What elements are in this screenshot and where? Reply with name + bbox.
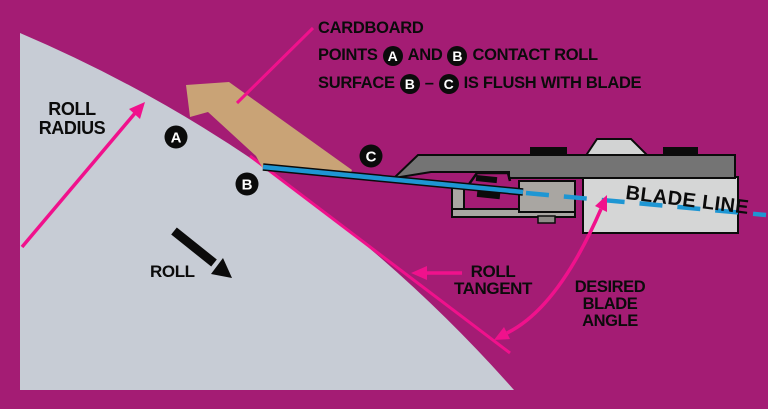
- roll-tangent-label: ROLL TANGENT: [447, 263, 539, 297]
- point-c-inline-letter: C: [443, 75, 454, 92]
- roll-direction-label: ROLL: [150, 262, 195, 281]
- point-c-inline-badge: C: [438, 73, 459, 94]
- blade-angle-arc-arrow: [506, 208, 603, 335]
- blade-angle-arrowhead-upper: [595, 195, 607, 212]
- roll-direction-arrowhead: [211, 258, 232, 278]
- clamp-foot-tab: [537, 215, 556, 224]
- cardboard-shape: [186, 82, 352, 177]
- roll-radius-arrowhead: [129, 102, 145, 119]
- annotation-surface-line: SURFACE B – C IS FLUSH WITH BLADE: [318, 73, 642, 94]
- point-c-letter: C: [366, 149, 377, 166]
- desired-blade-angle-label: DESIRED BLADE ANGLE: [564, 279, 656, 330]
- annotation-points-prefix: POINTS: [318, 46, 378, 64]
- blade-holder-bar: [390, 154, 736, 180]
- point-a-letter: A: [171, 130, 182, 147]
- point-c-badge: C: [359, 144, 383, 168]
- desired-blade-angle-line1: DESIRED: [574, 278, 646, 296]
- point-b-inline-letter-2: B: [404, 75, 415, 92]
- clamp-screw-lower: [476, 190, 501, 200]
- desired-blade-angle-line3: ANGLE: [582, 312, 638, 330]
- roll-radius-label: ROLL RADIUS: [37, 100, 107, 138]
- point-b-inline-badge: B: [447, 45, 468, 66]
- cardboard-leader-line: [235, 26, 315, 105]
- roll-radius-label-line2: RADIUS: [38, 118, 106, 138]
- roll-radius-label-line1: ROLL: [48, 99, 96, 119]
- clamp-bracket-outline: [465, 171, 512, 188]
- blade-solid-line: [262, 164, 524, 195]
- roll-tangent-label-line2: TANGENT: [453, 279, 533, 298]
- point-b-inline-letter: B: [452, 47, 463, 64]
- desired-blade-angle-line2: BLADE: [582, 295, 638, 313]
- point-a-inline-badge: A: [382, 45, 403, 66]
- roll-tangent-line: [249, 154, 511, 355]
- point-a-badge: A: [164, 125, 188, 149]
- roll-tangent-label-line1: ROLL: [470, 262, 516, 281]
- point-a-inline-letter: A: [387, 47, 398, 64]
- roll-direction-arrow-shaft: [171, 227, 217, 267]
- annotation-points-and: AND: [407, 46, 443, 64]
- annotation-cardboard: CARDBOARD: [318, 19, 424, 37]
- clamp-screw-upper: [475, 174, 498, 184]
- annotation-points-suffix: CONTACT ROLL: [472, 46, 598, 64]
- blade-angle-arrowhead-lower: [494, 327, 510, 340]
- annotation-surface-dash: –: [424, 74, 434, 92]
- blade-dashed-line: [525, 190, 767, 218]
- point-b-badge: B: [235, 172, 259, 196]
- point-b-inline-badge-2: B: [399, 73, 420, 94]
- bar-fitting-right: [663, 147, 698, 155]
- roll-shape: [20, 33, 514, 390]
- annotation-surface-prefix: SURFACE: [318, 74, 395, 92]
- roll-tangent-label-arrowhead: [411, 266, 427, 280]
- annotation-surface-suffix: IS FLUSH WITH BLADE: [463, 74, 642, 92]
- annotation-points-line: POINTS A AND B CONTACT ROLL: [318, 45, 598, 66]
- roll-radius-arrow-shaft: [20, 110, 138, 249]
- bar-fitting-left: [530, 147, 567, 155]
- point-b-letter: B: [242, 177, 253, 194]
